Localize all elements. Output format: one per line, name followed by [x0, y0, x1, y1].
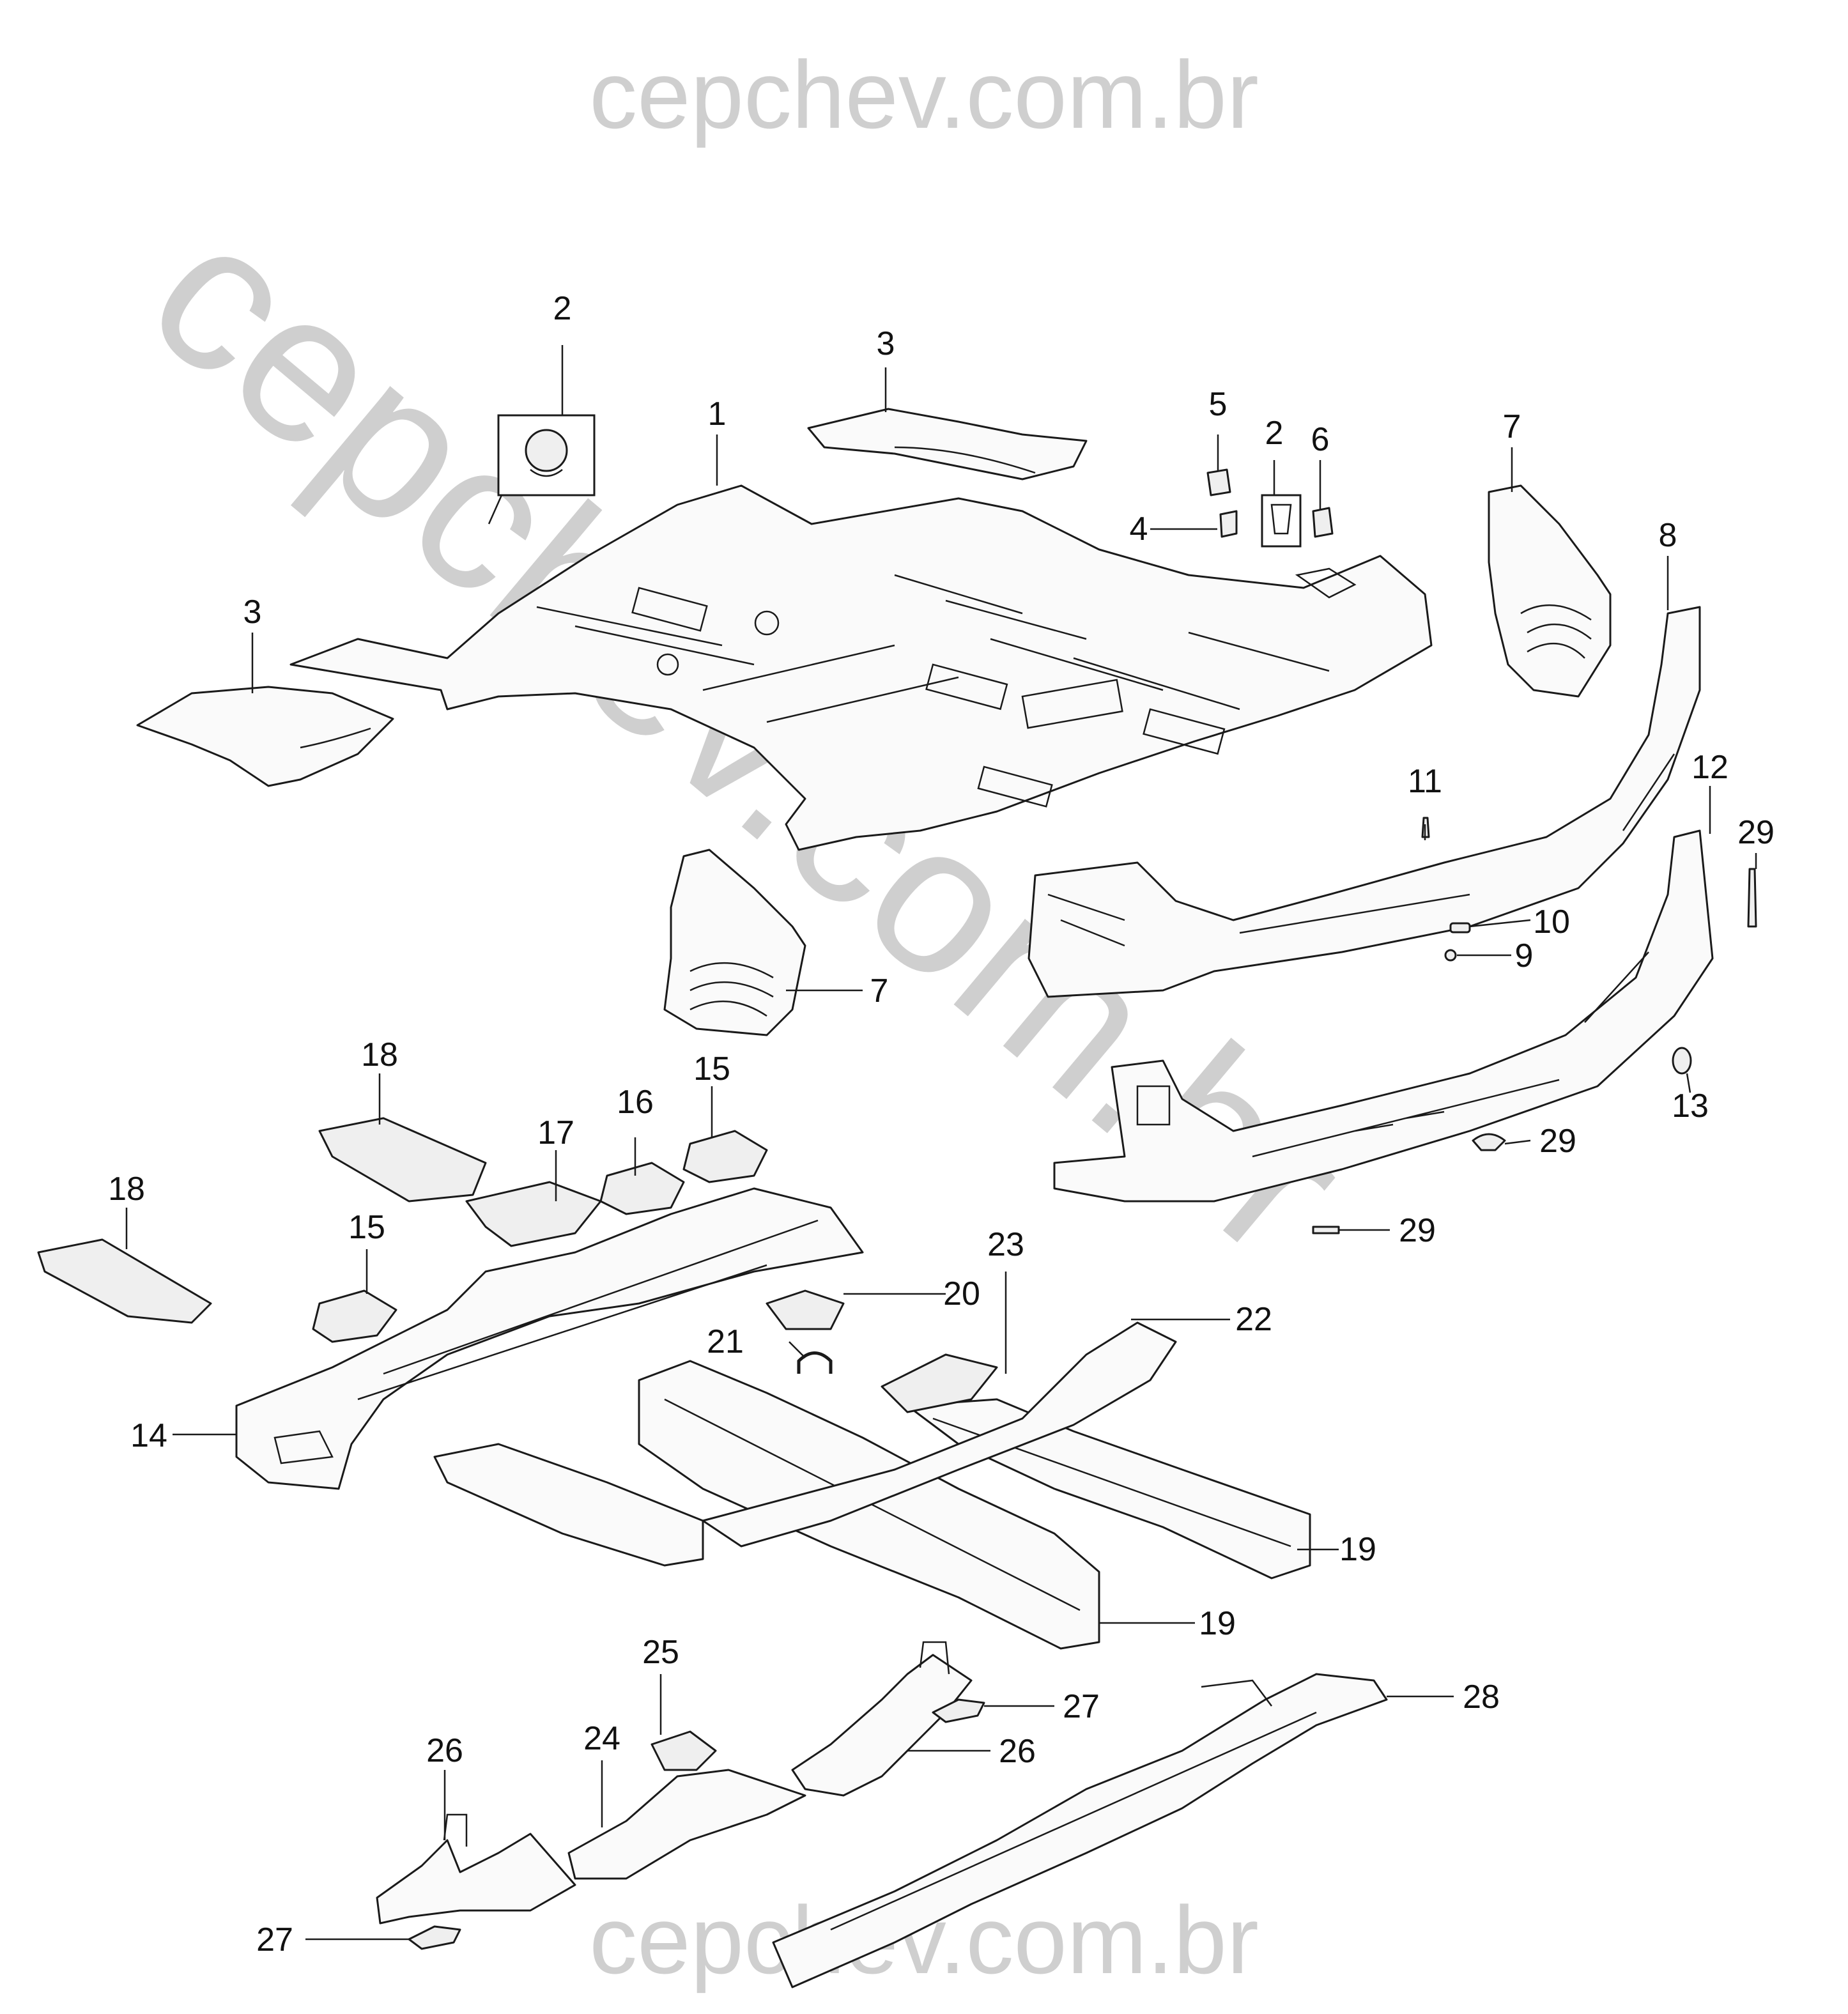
callout-22: 22: [1235, 1301, 1272, 1338]
callout-19-upper: 19: [1339, 1531, 1376, 1568]
part-clip-21: [797, 1351, 833, 1374]
part-crossmember-19c: [433, 1443, 704, 1567]
callout-2-right: 2: [1265, 415, 1284, 452]
callout-10: 10: [1533, 903, 1570, 941]
part-bracket-4: [1219, 510, 1238, 538]
part-patch-27b: [932, 1698, 985, 1723]
callout-13: 13: [1672, 1088, 1709, 1125]
callout-labels: 1 2 2 3 3 4 5 6 7 7 8 9 10 11 12 13 14 1…: [108, 290, 1775, 1958]
callout-3-left: 3: [243, 594, 262, 631]
callout-29-mid: 29: [1539, 1123, 1576, 1160]
callout-3-top: 3: [877, 325, 895, 362]
callout-9: 9: [1515, 937, 1534, 974]
part-bracket-6: [1312, 507, 1334, 538]
part-clip-29-top: [1747, 868, 1757, 928]
part-patch-27a: [408, 1925, 461, 1950]
callout-2-left: 2: [553, 290, 572, 327]
part-bracket-26b: [791, 1641, 973, 1797]
callout-20: 20: [943, 1275, 980, 1312]
callout-24: 24: [583, 1720, 620, 1757]
callout-11: 11: [1408, 763, 1442, 800]
callout-25: 25: [642, 1634, 679, 1671]
callout-5: 5: [1209, 386, 1228, 423]
part-tunnel-22: [702, 1321, 1177, 1548]
part-fastener-9: [1444, 949, 1457, 962]
part-bracket-26a: [376, 1813, 576, 1925]
callout-14: 14: [130, 1417, 167, 1454]
part-tunnel-28: [772, 1673, 1388, 1988]
callout-8: 8: [1659, 517, 1677, 554]
part-plate-18a: [318, 1117, 487, 1203]
callout-12: 12: [1691, 749, 1729, 786]
callout-17: 17: [537, 1114, 574, 1151]
part-cap-29-mid: [1472, 1133, 1506, 1151]
callout-15-lower: 15: [348, 1209, 385, 1246]
callout-21: 21: [707, 1323, 744, 1360]
callout-29-top: 29: [1737, 814, 1775, 851]
callout-27-right: 27: [1063, 1688, 1100, 1725]
part-clip-29-low: [1312, 1226, 1340, 1234]
callout-15-upper: 15: [693, 1050, 730, 1088]
callout-18-upper: 18: [361, 1036, 398, 1073]
part-bracket-5: [1206, 468, 1231, 496]
watermark-top: cepchev.com.br: [589, 41, 1259, 148]
part-fastener-10: [1449, 922, 1471, 934]
callout-16: 16: [617, 1084, 654, 1121]
callout-26-left: 26: [426, 1732, 463, 1769]
part-plug-13: [1672, 1047, 1692, 1075]
part-rear-crossmember: [1028, 606, 1701, 998]
callout-28: 28: [1463, 1679, 1500, 1716]
part-rear-sill: [1053, 829, 1714, 1203]
part-bracket-15b: [312, 1289, 397, 1343]
part-plate-18b: [37, 1238, 212, 1324]
part-bracket-17: [465, 1181, 602, 1247]
part-bracket-16: [599, 1162, 685, 1215]
part-patch-25: [651, 1730, 717, 1771]
callout-19-lower: 19: [1199, 1605, 1236, 1642]
callout-7-left: 7: [870, 972, 889, 1010]
callout-18-lower: 18: [108, 1171, 145, 1208]
part-wheelhouse-liner-left: [663, 849, 806, 1036]
part-rail-24: [567, 1769, 806, 1880]
callout-26-right: 26: [999, 1733, 1036, 1770]
part-plug-box-left: [488, 414, 596, 525]
part-bracket-20: [766, 1289, 845, 1330]
callout-23: 23: [987, 1226, 1024, 1263]
callout-7-right: 7: [1503, 408, 1521, 445]
part-wheelhouse-liner-right: [1488, 484, 1612, 698]
part-side-rail: [235, 1187, 864, 1490]
part-bracket-23: [881, 1353, 998, 1413]
callout-27-left: 27: [256, 1921, 293, 1958]
part-bracket-15a: [682, 1130, 768, 1183]
callout-4: 4: [1130, 511, 1148, 548]
part-floor-panel: [289, 484, 1433, 851]
callout-6: 6: [1311, 421, 1330, 458]
part-heat-shield-top: [807, 408, 1088, 480]
leader-lines: [125, 345, 1757, 1941]
part-plug-box-right: [1261, 494, 1302, 548]
callout-29-low: 29: [1399, 1212, 1436, 1249]
callout-1: 1: [708, 396, 727, 433]
part-heat-shield-left: [136, 686, 394, 787]
